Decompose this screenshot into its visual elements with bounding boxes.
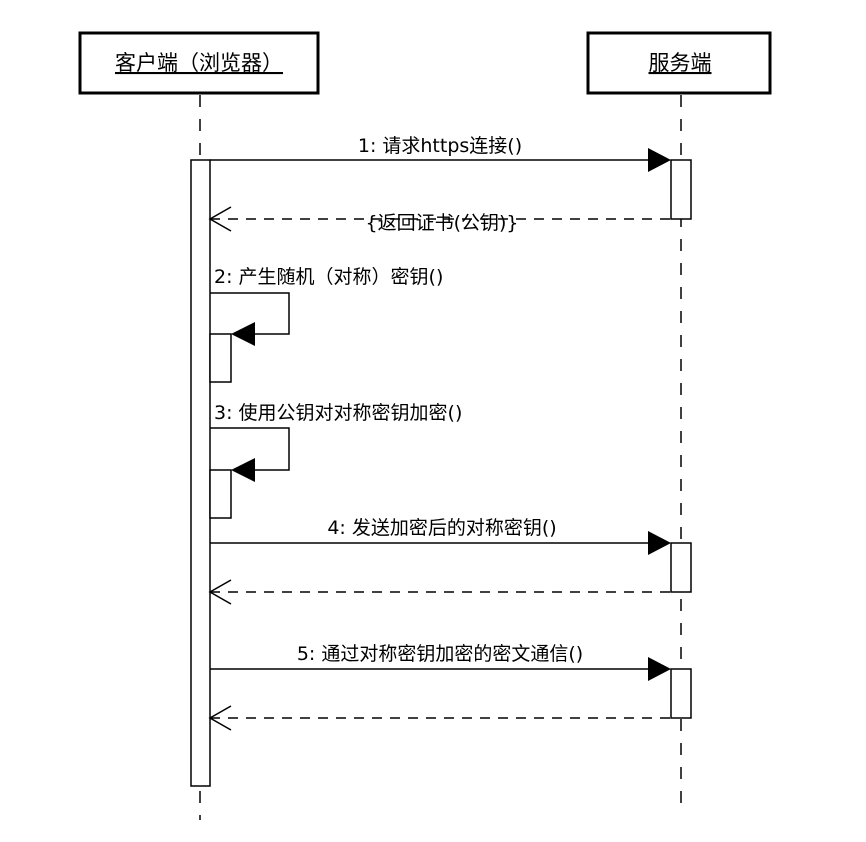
- message-2-arrowhead: [231, 322, 255, 346]
- message-3-line: [210, 427, 290, 471]
- client-actor-label: 客户端（浏览器）: [115, 51, 283, 75]
- message-2-line: [210, 292, 290, 335]
- message-3-label: 3: 使用公钥对对称密钥加密(): [214, 402, 462, 424]
- message-2-label: 2: 产生随机（对称）密钥(): [214, 266, 443, 288]
- return-certificate-label: {返回证书(公钥)}: [365, 212, 518, 234]
- message-4: 4: 发送加密后的对称密钥(): [210, 517, 671, 555]
- message-3: 3: 使用公钥对对称密钥加密(): [209, 402, 462, 519]
- message-4-arrowhead: [648, 531, 671, 555]
- message-3-arrowhead: [231, 458, 255, 482]
- server-activation-bar-1: [670, 159, 692, 220]
- message-1-label: 1: 请求https连接(): [358, 135, 522, 157]
- server-activation-bar-2: [670, 542, 692, 593]
- message-return-4: [208, 579, 671, 605]
- client-actor: 客户端（浏览器）: [78, 31, 320, 95]
- message-return-5: [208, 705, 671, 731]
- message-5-arrowhead: [648, 657, 671, 681]
- client-activation-bar: [190, 159, 211, 787]
- self-activation-bar-1: [209, 333, 232, 383]
- return-5-arrowhead: [208, 705, 232, 731]
- return-certificate-arrowhead: [208, 206, 232, 232]
- message-4-label: 4: 发送加密后的对称密钥(): [327, 517, 556, 539]
- server-actor-box: [586, 31, 772, 95]
- message-1-arrowhead: [648, 148, 671, 172]
- message-1: 1: 请求https连接(): [210, 135, 671, 172]
- message-5: 5: 通过对称密钥加密的密文通信(): [210, 643, 671, 681]
- message-2: 2: 产生随机（对称）密钥(): [209, 266, 443, 383]
- self-activation-bar-2: [209, 469, 232, 519]
- message-5-label: 5: 通过对称密钥加密的密文通信(): [297, 643, 583, 665]
- return-4-arrowhead: [208, 579, 232, 605]
- message-return-certificate: {返回证书(公钥)}: [208, 206, 671, 234]
- server-activation-bar-3: [670, 668, 692, 719]
- server-actor: 服务端: [586, 31, 772, 95]
- server-actor-label: 服务端: [649, 51, 712, 75]
- client-actor-box: [78, 31, 320, 95]
